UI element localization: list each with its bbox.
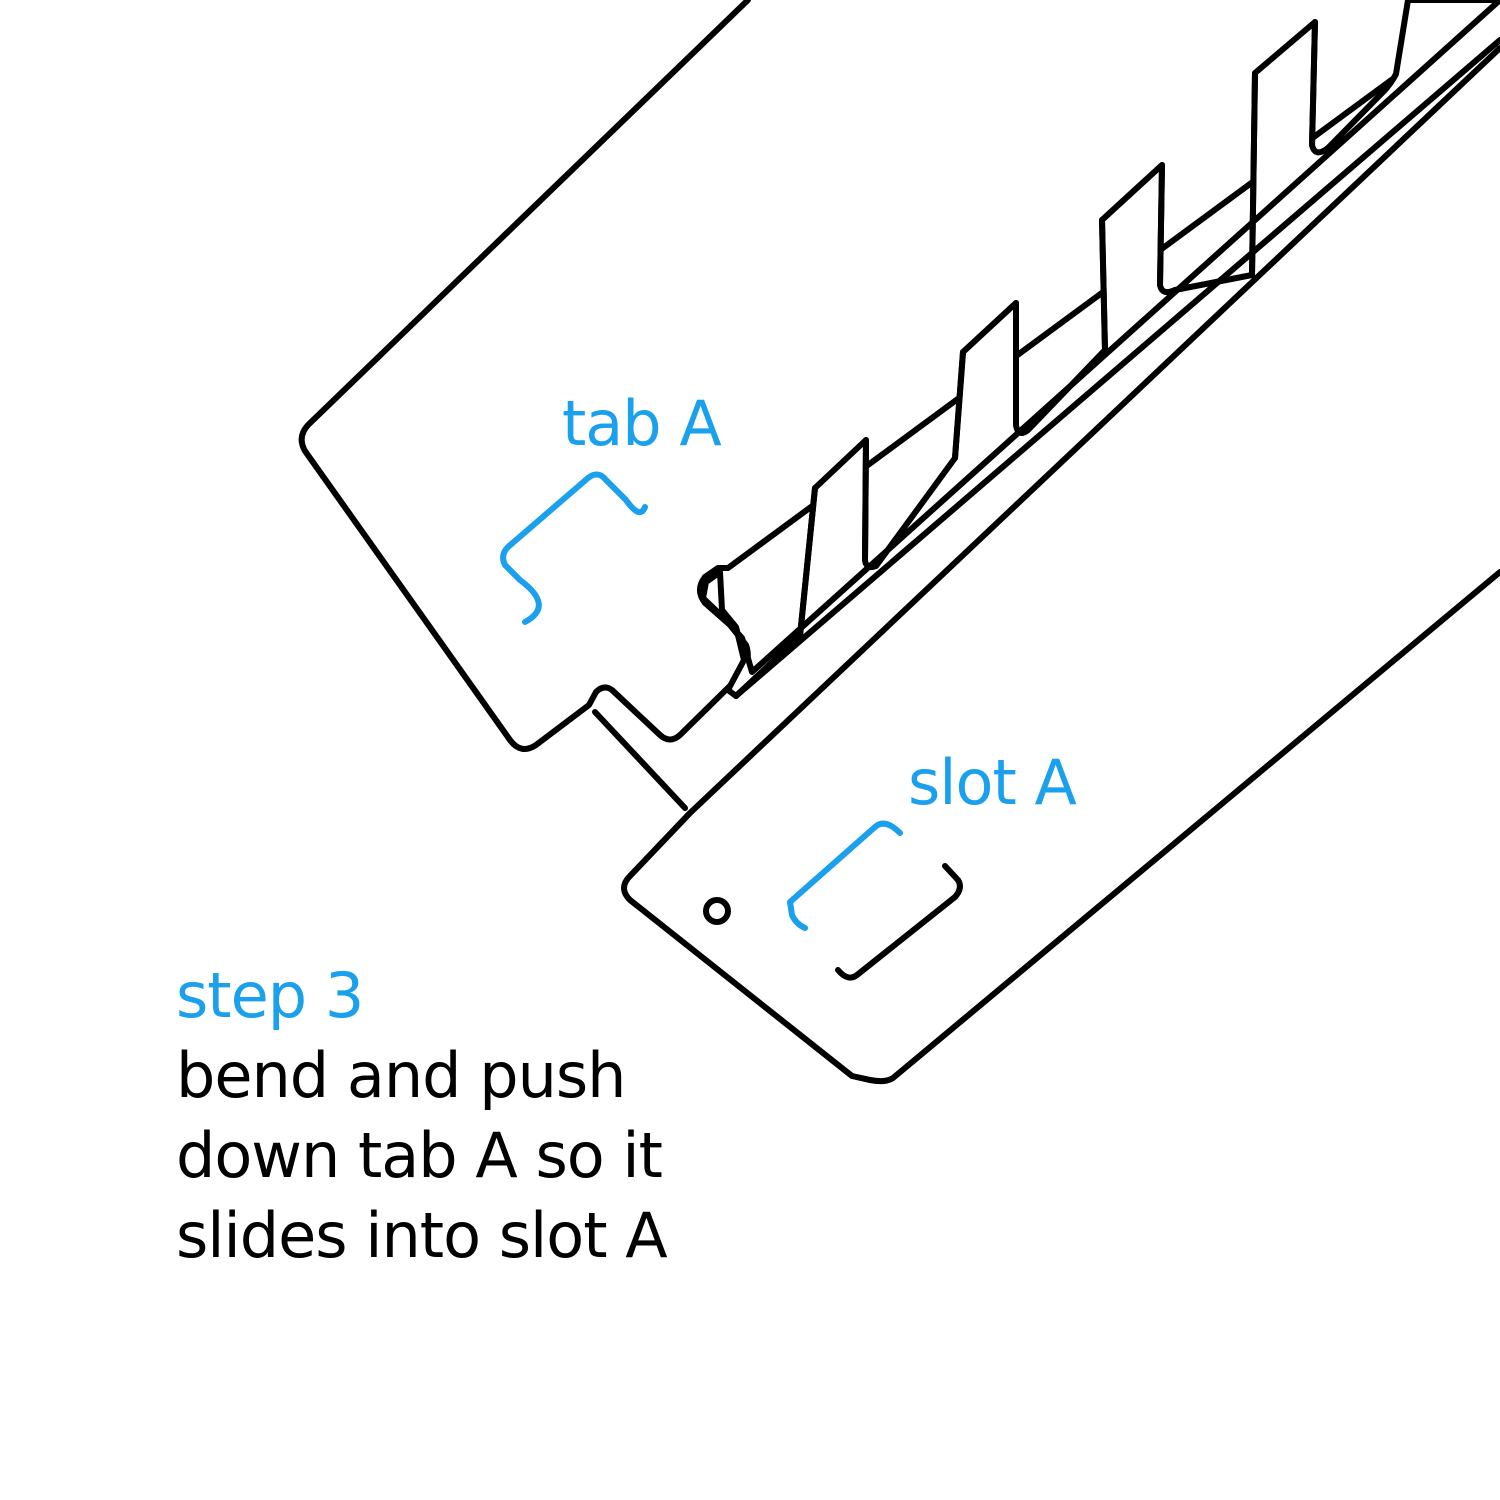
tab-a-indicator (500, 471, 648, 625)
slot-a-indicator (787, 820, 903, 931)
comb-tooth-6 (952, 349, 966, 461)
slot-a-label: slot A (908, 746, 1077, 819)
step-instruction: bend and push down tab A so it slides in… (176, 1039, 668, 1272)
panel-hole (703, 897, 731, 925)
fold-line (592, 709, 688, 811)
comb-tooth-8 (797, 485, 818, 639)
comb-lower-edge (733, 37, 1500, 699)
slot-a-outline (835, 863, 963, 981)
comb-tooth-2 (1249, 70, 1258, 278)
comb-tooth-3 (1157, 162, 1165, 288)
comb-tooth-7 (862, 437, 869, 563)
comb-tooth-1 (1309, 19, 1318, 148)
lower-panel (621, 45, 1500, 1085)
step-number: step 3 (176, 959, 364, 1032)
comb-tooth-4 (1099, 217, 1108, 353)
instruction-caption: step 3 bend and push down tab A so it sl… (176, 956, 736, 1276)
tab-a-label: tab A (562, 387, 722, 460)
